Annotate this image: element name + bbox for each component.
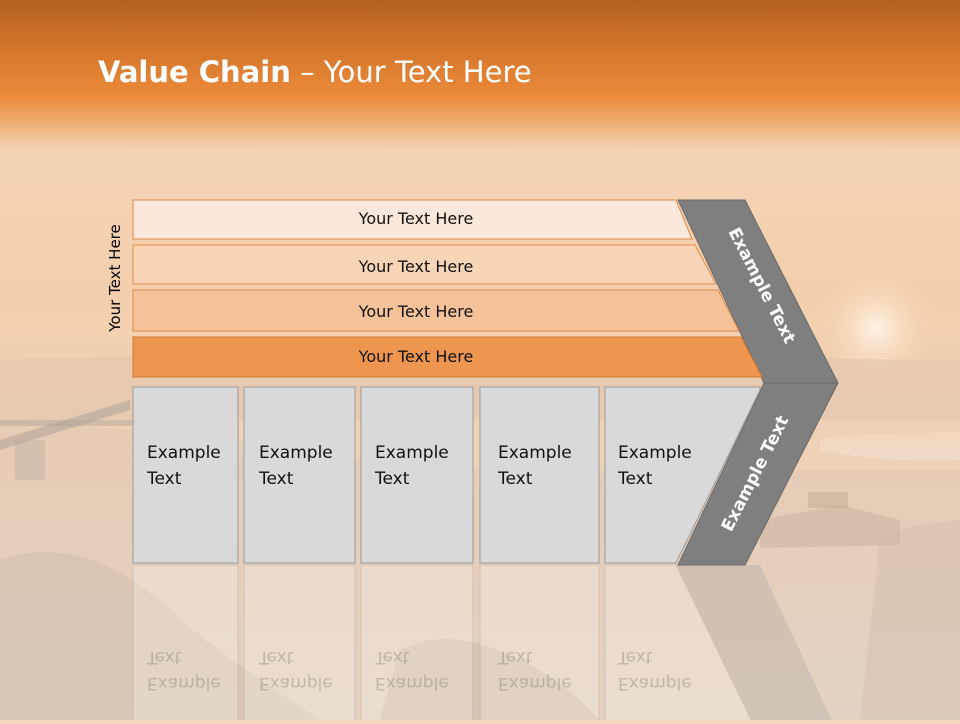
sun-glow [816, 268, 936, 388]
box-1-line-2: Text [146, 469, 182, 489]
activity-box-5 [604, 386, 761, 564]
svg-text:Text: Text [374, 647, 410, 667]
activity-box-3 [360, 386, 474, 564]
row-2-label: Your Text Here [358, 257, 474, 276]
box-5-line-2: Text [617, 469, 653, 489]
svg-text:Example: Example [375, 673, 449, 693]
row-3-bar [132, 289, 740, 332]
box-1-line-1: Example [147, 443, 221, 463]
row-2-bar [132, 244, 717, 285]
svg-text:Text: Text [258, 647, 294, 667]
box-4-line-2: Text [497, 469, 533, 489]
activity-box-4 [479, 386, 600, 564]
title-rest-part: – Your Text Here [290, 55, 532, 89]
svg-text:Example: Example [618, 673, 692, 693]
svg-text:Example: Example [498, 673, 572, 693]
reflection-text: Example Text Example Text Example Text Exam… [146, 647, 692, 693]
box-4-line-1: Example [498, 443, 572, 463]
row-4-bar [132, 336, 763, 378]
svg-text:Example: Example [259, 673, 333, 693]
svg-text:Text: Text [497, 647, 533, 667]
activity-box-2 [243, 386, 356, 564]
header-band [0, 0, 960, 150]
row-4-label: Your Text Here [358, 347, 474, 366]
box-2-line-1: Example [259, 443, 333, 463]
row-1-label: Your Text Here [358, 209, 474, 228]
row-3-label: Your Text Here [358, 302, 474, 321]
box-2-line-2: Text [258, 469, 294, 489]
row-1-bar [132, 199, 693, 240]
slide-title: Value Chain – Your Text Here [98, 55, 532, 89]
svg-text:Example: Example [147, 673, 221, 693]
svg-text:Text: Text [146, 647, 182, 667]
activity-box-1 [132, 386, 239, 564]
svg-text:Text: Text [617, 647, 653, 667]
box-3-line-2: Text [374, 469, 410, 489]
title-bold-part: Value Chain [98, 55, 291, 89]
diagram-reflection [132, 564, 832, 720]
box-3-line-1: Example [375, 443, 449, 463]
box-5-line-1: Example [618, 443, 692, 463]
